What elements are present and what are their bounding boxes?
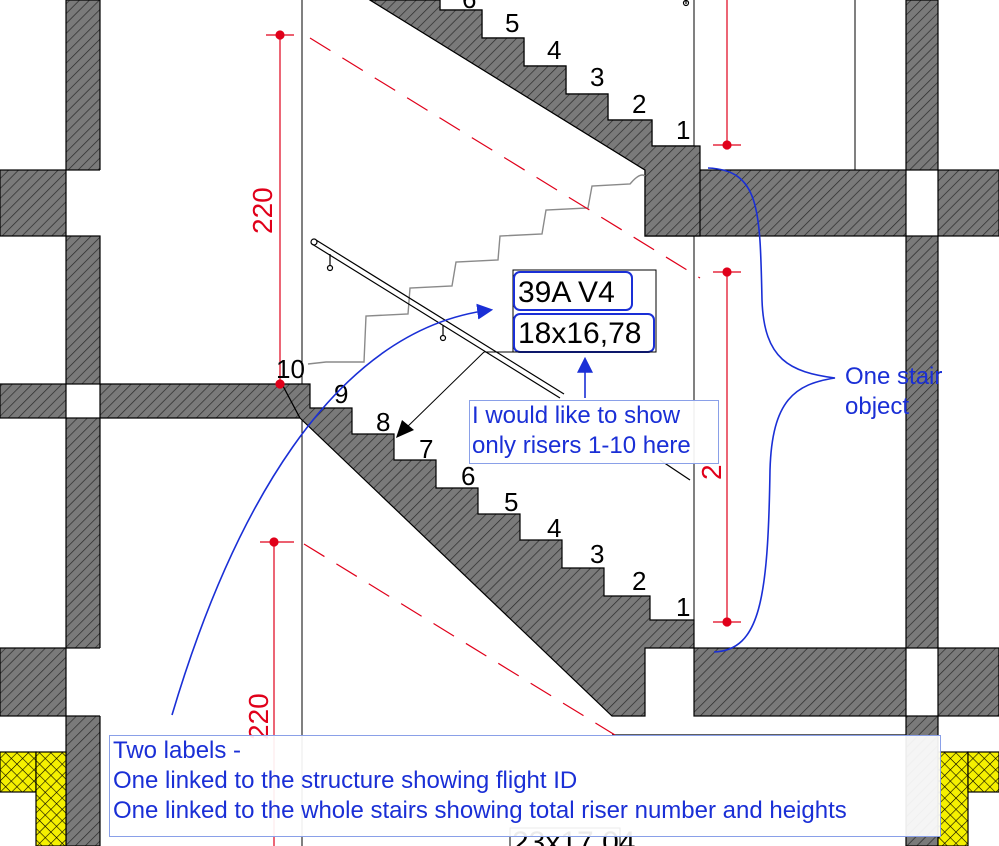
insulation-left <box>0 751 67 846</box>
dimension-right-value: 2 <box>696 464 727 480</box>
right-wall <box>905 0 939 846</box>
top-flight <box>368 0 701 237</box>
dimension-lower-value: 220 <box>243 693 274 740</box>
risers-note: I would like to show only risers 1-10 he… <box>469 400 719 464</box>
stair-label: 39A V4 18x16,78 <box>396 269 657 438</box>
riser-number: 10 <box>276 354 305 384</box>
dimension-right <box>713 0 741 627</box>
two-labels-note-line: One linked to the structure showing flig… <box>113 767 578 794</box>
two-labels-note-line: One linked to the whole stairs showing t… <box>113 797 847 824</box>
riser-number: 6 <box>462 0 476 14</box>
dimension-upper-value: 220 <box>247 187 278 234</box>
hidden-stair-outline <box>307 174 646 365</box>
middle-flight <box>281 383 695 717</box>
risers-note-line: only risers 1-10 here <box>472 432 691 459</box>
stair-object-note-line: object <box>845 393 910 420</box>
riser-number: 3 <box>590 62 604 92</box>
left-wall <box>65 0 101 846</box>
riser-number: 5 <box>504 487 518 517</box>
riser-info-label: 18x16,78 <box>518 317 641 350</box>
lower-slab <box>0 647 999 736</box>
riser-number: 2 <box>632 566 646 596</box>
riser-number: 1 <box>676 592 690 622</box>
risers-note-line: I would like to show <box>472 402 681 429</box>
riser-number: 2 <box>632 89 646 119</box>
riser-number: 6 <box>461 461 475 491</box>
two-labels-note-line: Two labels - <box>113 737 242 764</box>
riser-numbers-top: 6 5 4 3 2 1 <box>462 0 690 145</box>
riser-number: 3 <box>590 539 604 569</box>
riser-number: 9 <box>334 379 348 409</box>
riser-number: 4 <box>547 513 561 543</box>
riser-number: 5 <box>505 8 519 38</box>
dashed-lines <box>303 37 701 736</box>
riser-number: 8 <box>376 407 390 437</box>
riser-numbers-middle: 10 9 8 7 6 5 4 3 2 1 <box>276 354 690 622</box>
annotation-strokes <box>171 167 836 716</box>
riser-number: 1 <box>676 115 690 145</box>
landing-slab <box>0 383 301 419</box>
riser-number: 7 <box>419 434 433 464</box>
dimension-upper <box>266 30 294 389</box>
riser-number: 4 <box>547 35 561 65</box>
upper-slab <box>0 169 999 237</box>
insulation-right <box>937 751 999 846</box>
stair-object-note-line: One stair <box>845 363 943 390</box>
stair-object-note: One stair object <box>845 362 942 422</box>
flight-id-label: 39A V4 <box>518 276 615 309</box>
two-labels-note: Two labels - One linked to the structure… <box>109 735 941 837</box>
